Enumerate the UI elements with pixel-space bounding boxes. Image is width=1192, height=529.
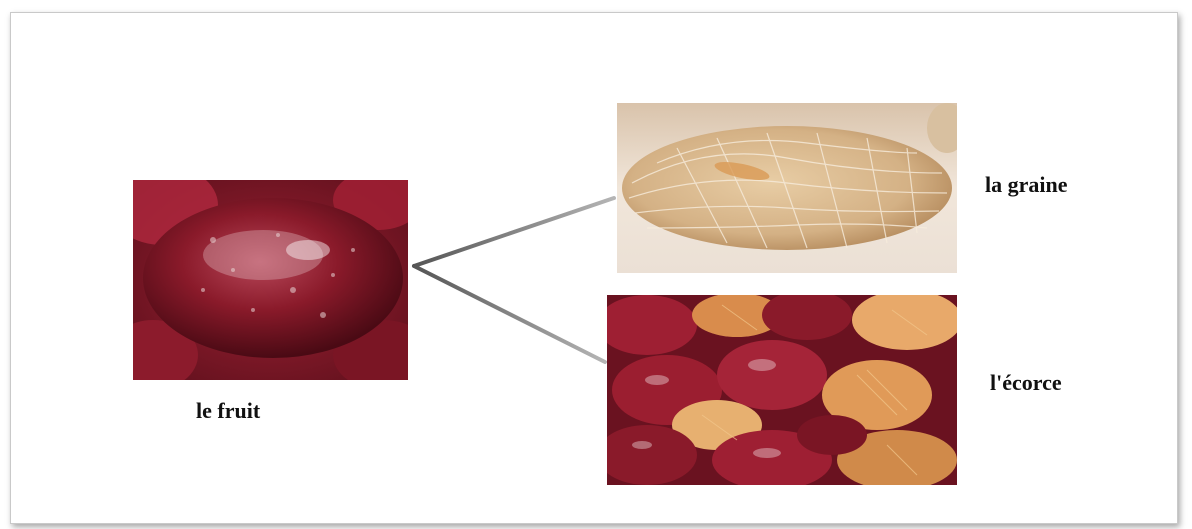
seed-label: la graine (985, 172, 1068, 198)
peel-label: l'écorce (990, 370, 1062, 396)
peel-image (607, 295, 957, 485)
seed-image (617, 103, 957, 273)
fruit-label: le fruit (196, 398, 260, 424)
fruit-image (133, 180, 408, 380)
